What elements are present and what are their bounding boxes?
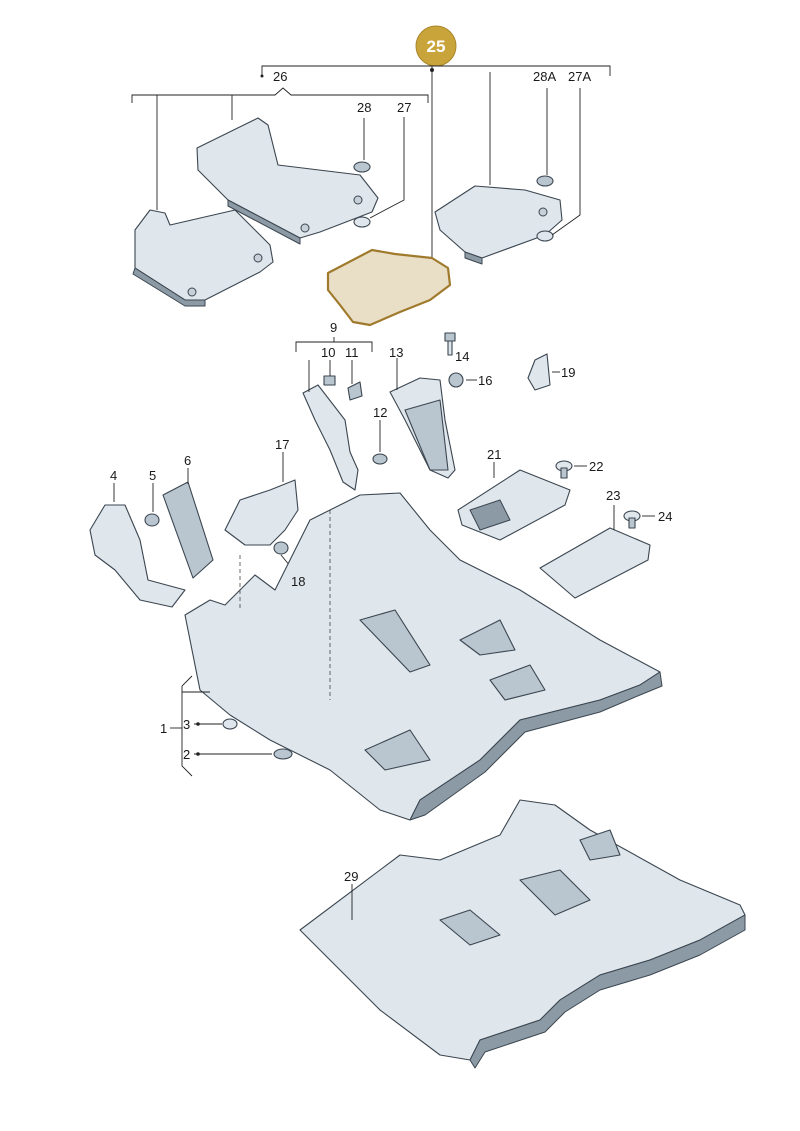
top-bracket — [131, 65, 611, 258]
label-16: 16 — [478, 373, 492, 388]
nut-12[interactable] — [372, 453, 388, 465]
fastener-28[interactable] — [353, 161, 371, 228]
label-5: 5 — [149, 468, 156, 483]
part-13-pedal-trim[interactable] — [389, 377, 456, 479]
floor-mat-front-left[interactable] — [196, 117, 379, 245]
label-27A: 27A — [568, 69, 591, 84]
part-17-insulation[interactable] — [224, 479, 299, 546]
part-9-duct[interactable] — [302, 384, 359, 491]
label-19: 19 — [561, 365, 575, 380]
callout-labels: 26 28A 27A 28 27 9 10 11 13 14 16 19 12 … — [110, 69, 672, 884]
label-26: 26 — [273, 69, 287, 84]
floor-mat-highlighted[interactable] — [326, 248, 452, 327]
label-24: 24 — [658, 509, 672, 524]
label-9: 9 — [330, 320, 337, 335]
label-18: 18 — [291, 574, 305, 589]
label-1: 1 — [160, 721, 167, 736]
bracket-19[interactable] — [527, 353, 551, 391]
nut-18[interactable] — [273, 541, 289, 555]
floor-mat-rear-left[interactable] — [132, 209, 274, 307]
clip-22[interactable] — [555, 460, 573, 479]
label-6: 6 — [184, 453, 191, 468]
fastener-28A[interactable] — [536, 175, 554, 242]
label-27: 27 — [397, 100, 411, 115]
label-29: 29 — [344, 869, 358, 884]
label-3: 3 — [183, 717, 190, 732]
label-23: 23 — [606, 488, 620, 503]
part-4-trim[interactable] — [89, 504, 186, 608]
part-21-cover[interactable] — [457, 469, 571, 541]
label-22: 22 — [589, 459, 603, 474]
highlight-badge[interactable]: 25 — [415, 25, 457, 67]
carpet-main[interactable] — [184, 492, 663, 821]
label-14: 14 — [455, 349, 469, 364]
carpet-lower-29[interactable] — [299, 799, 746, 1069]
label-2: 2 — [183, 747, 190, 762]
label-12: 12 — [373, 405, 387, 420]
clip-2[interactable] — [273, 748, 293, 760]
clip-24[interactable] — [623, 510, 641, 529]
label-10: 10 — [321, 345, 335, 360]
part-23-cover[interactable] — [539, 527, 651, 599]
label-28A: 28A — [533, 69, 556, 84]
label-28: 28 — [357, 100, 371, 115]
nut-5[interactable] — [144, 513, 160, 527]
label-21: 21 — [487, 447, 501, 462]
label-11: 11 — [345, 345, 359, 360]
floor-mat-front-right[interactable] — [434, 185, 563, 265]
badge-label: 25 — [427, 37, 446, 56]
label-4: 4 — [110, 468, 117, 483]
clip-11[interactable] — [347, 381, 363, 401]
part-6-panel[interactable] — [162, 481, 214, 579]
clip-10[interactable] — [323, 375, 336, 386]
bracket-1 — [170, 675, 210, 777]
clip-3[interactable] — [222, 718, 238, 730]
grommet-16[interactable] — [448, 372, 464, 388]
bolt-14[interactable] — [444, 332, 456, 356]
label-17: 17 — [275, 437, 289, 452]
label-13: 13 — [389, 345, 403, 360]
